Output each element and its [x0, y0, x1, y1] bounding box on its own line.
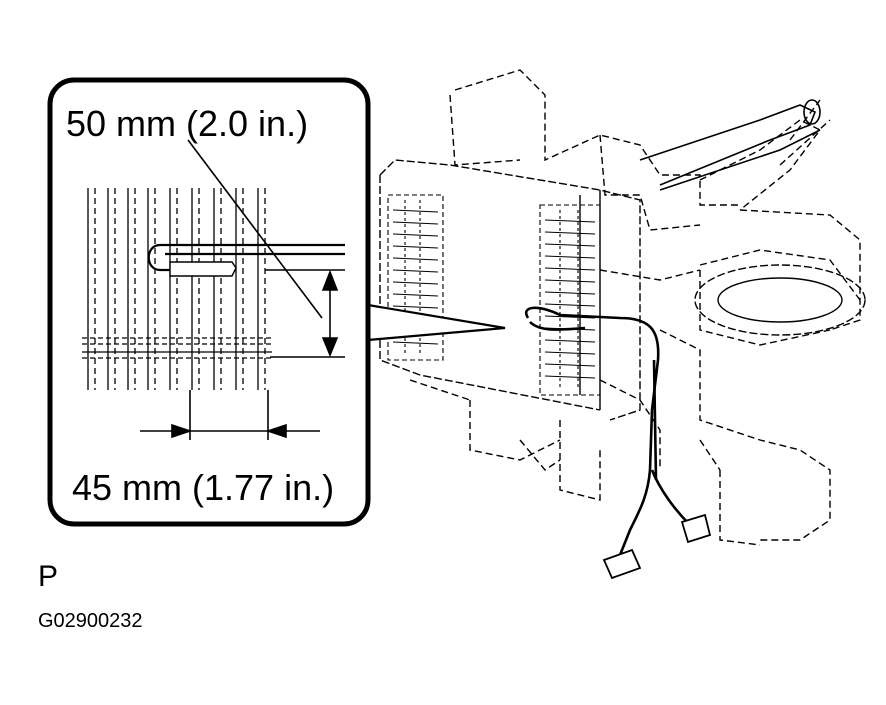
dimension-label-bottom: 45 mm (1.77 in.)	[72, 467, 335, 508]
dimension-label-top: 50 mm (2.0 in.)	[66, 103, 309, 144]
evaporator-fins-right	[539, 204, 601, 396]
dimension-arrow-top	[187, 139, 345, 358]
callout-sensor-wire	[147, 243, 345, 277]
dimension-arrow-bottom	[140, 390, 320, 440]
view-letter: P	[38, 560, 59, 593]
figure-code: G02900232	[38, 610, 143, 632]
blower-housing	[694, 264, 866, 336]
callout-box	[47, 77, 371, 527]
callout-pointer	[366, 303, 506, 342]
callout-fin-detail	[82, 188, 272, 390]
sensor-wire	[524, 306, 691, 556]
connector	[602, 513, 712, 580]
heater-unit-outline	[409, 69, 861, 546]
refrigerant-pipes	[639, 99, 821, 191]
